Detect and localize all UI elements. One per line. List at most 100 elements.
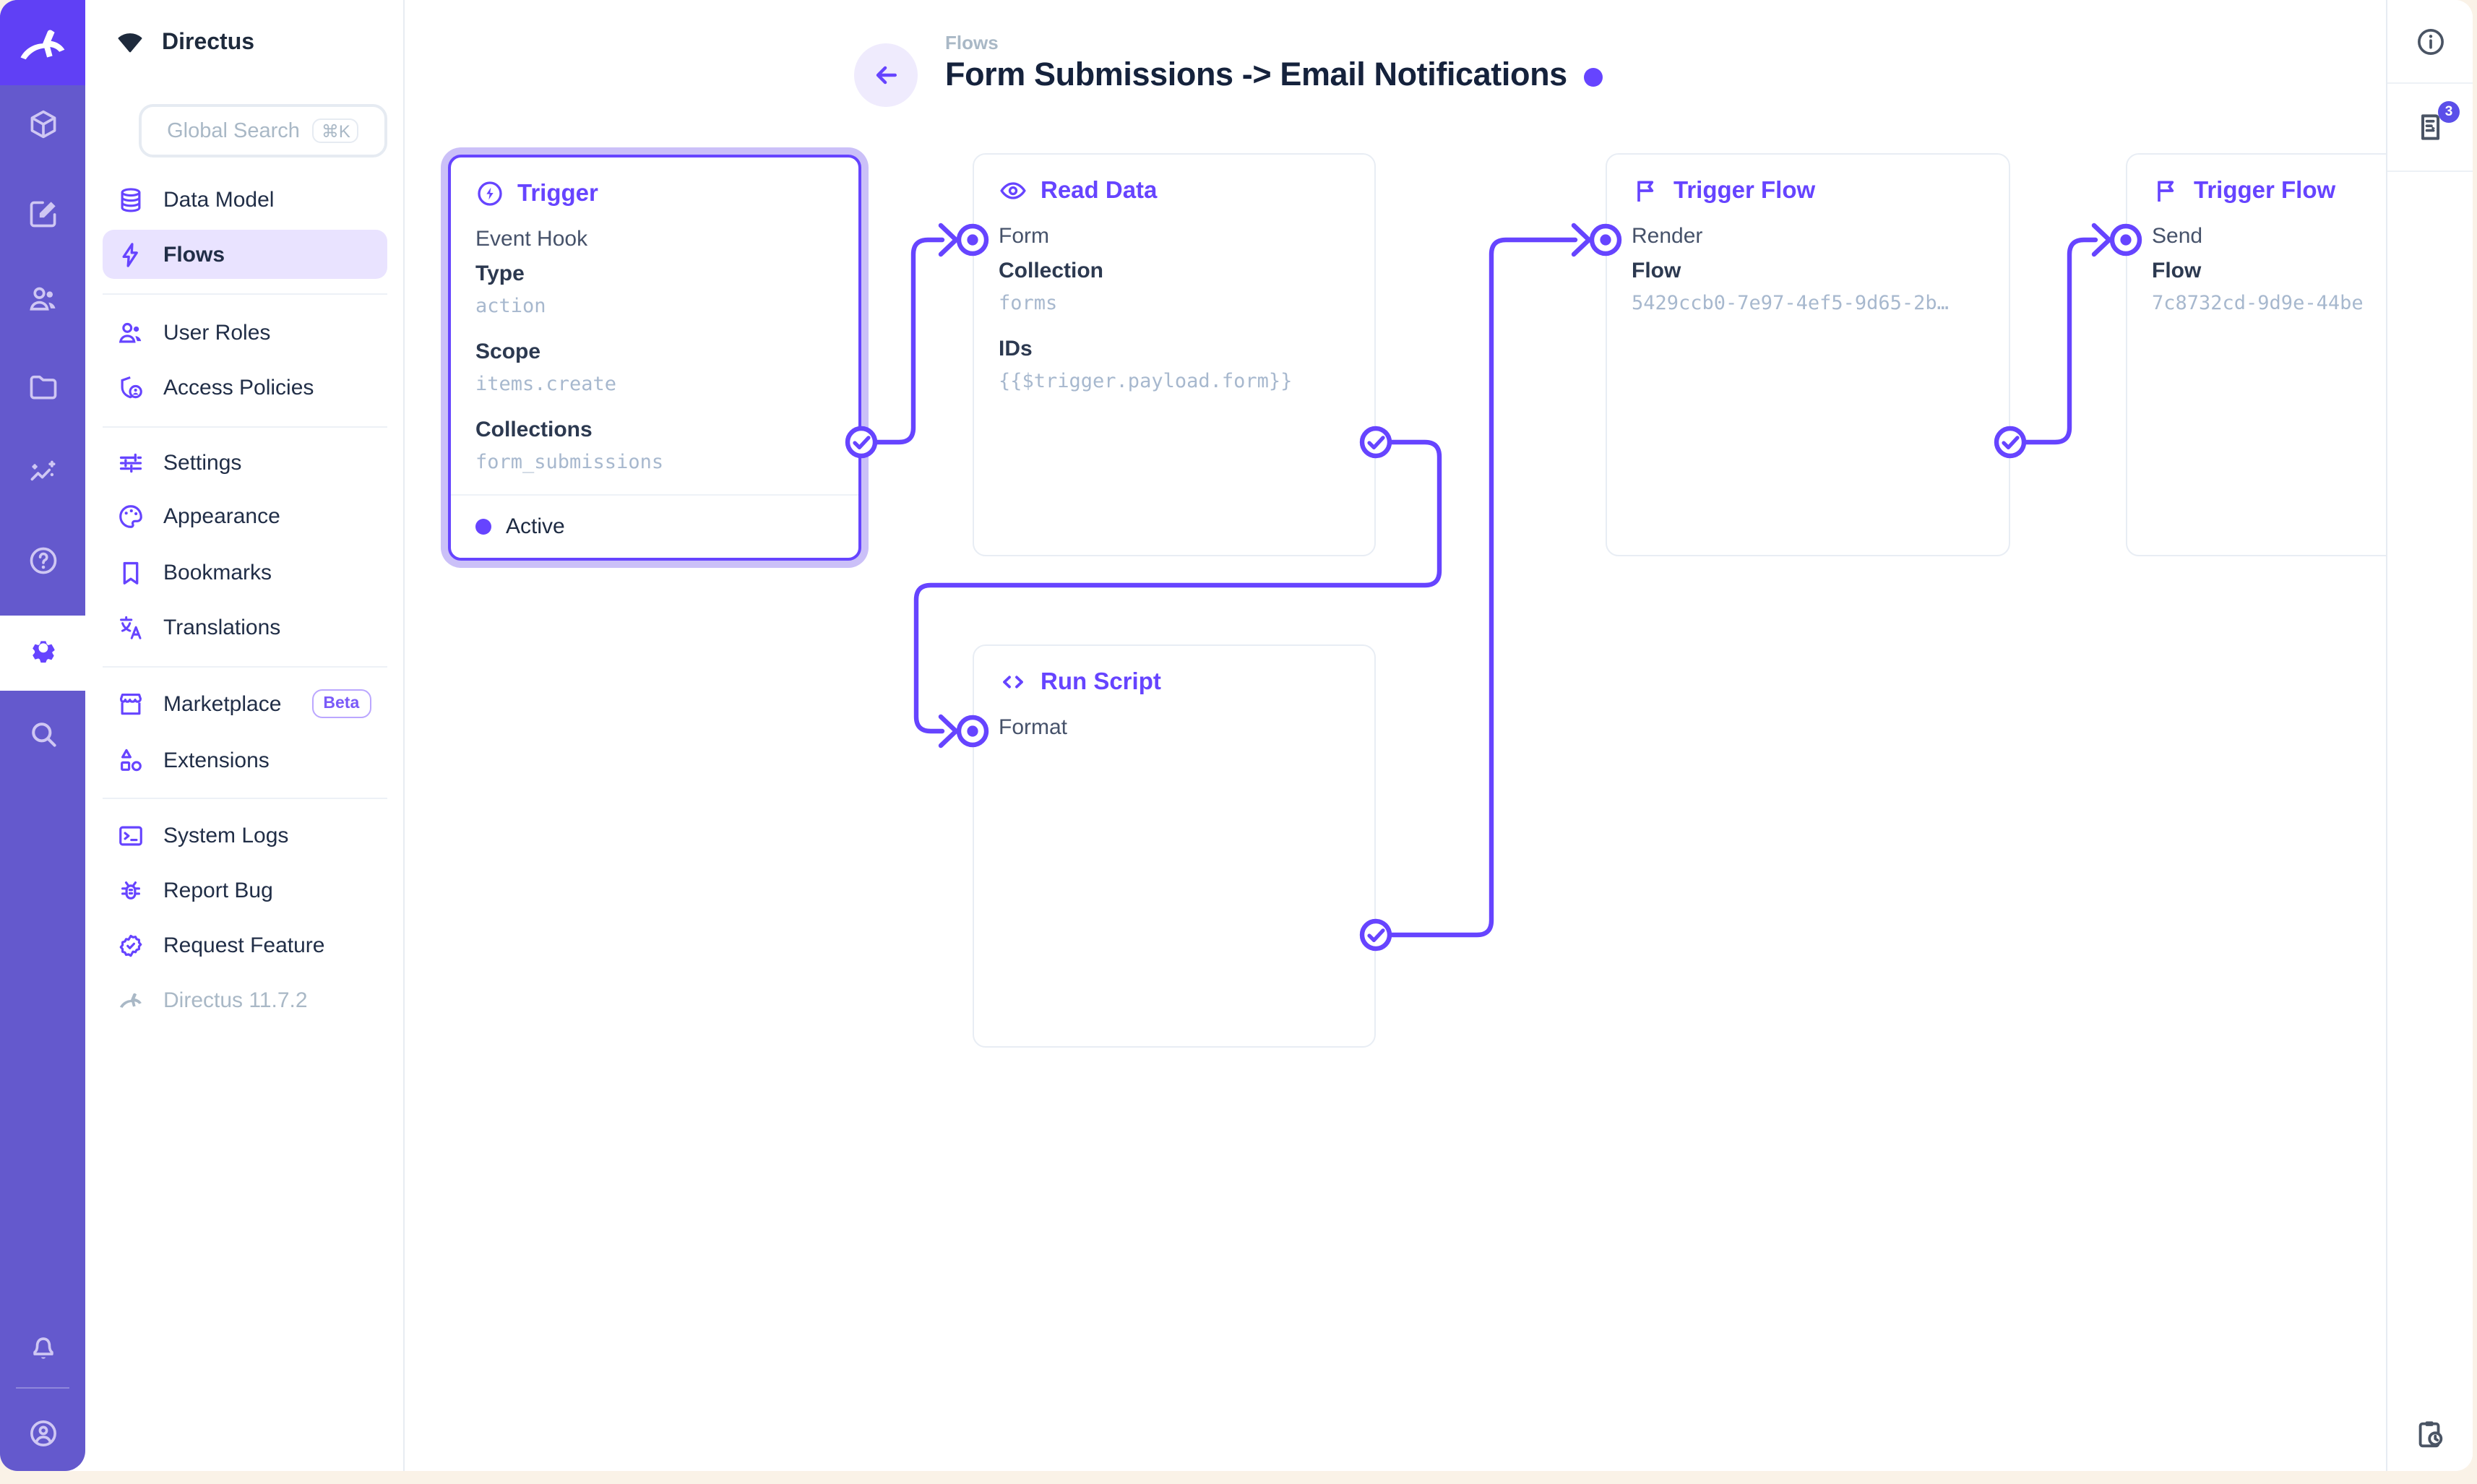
sidebar-item-user-roles[interactable]: User Roles [103,308,387,357]
version-label: Directus 11.7.2 [163,988,308,1012]
sidebar-item-label: Translations [163,615,281,639]
field-value: form_submissions [475,451,664,474]
module-collections[interactable] [27,108,59,140]
bug-icon [117,876,145,904]
sidebar-item-flows[interactable]: Flows [103,230,387,279]
database-icon [117,186,145,213]
project-logo-icon [118,33,142,53]
project-switcher[interactable]: Directus [114,17,254,69]
module-settings[interactable] [27,637,59,669]
status-dot [475,519,491,535]
bolt-icon [117,241,145,268]
bolt-circle-icon [475,179,504,208]
revisions-panel-button[interactable] [2387,1418,2473,1451]
field-value: items.create [475,373,617,396]
sidebar-version: Directus 11.7.2 [103,975,387,1024]
field-value: {{$trigger.payload.form}} [999,370,1293,393]
module-users[interactable] [27,283,59,315]
sidebar-item-settings[interactable]: Settings [103,438,387,487]
field-label: Type [475,262,525,286]
sidebar-item-access-policies[interactable]: Access Policies [103,363,387,412]
flag-icon [2152,176,2181,205]
sidebar-item-label: Flows [163,242,225,267]
sidebar-item-label: Marketplace [163,691,282,716]
module-content[interactable] [27,198,59,230]
module-insights[interactable] [27,458,59,490]
search-placeholder: Global Search [167,119,300,142]
beta-badge: Beta [311,689,371,718]
module-help[interactable] [27,545,59,577]
operation-name: Render [1632,224,1703,249]
palette-icon [117,502,145,530]
operation-name: Form [999,224,1049,249]
module-files[interactable] [27,371,59,403]
info-panel-button[interactable] [2387,0,2473,84]
sidebar-item-label: Bookmarks [163,560,272,584]
flow-card-trigger[interactable]: Trigger Event Hook Type action Scope ite… [448,155,861,561]
operation-name: Format [999,715,1068,740]
rabbit-icon [20,29,64,59]
sidebar-divider [103,798,387,799]
sidebar-item-translations[interactable]: Translations [103,603,387,652]
flow-card-trigger-flow-render[interactable]: Trigger Flow Render Flow 5429ccb0-7e97-4… [1606,153,2010,556]
nav-sidebar: Directus Global Search ⌘K Data Model Flo… [85,0,405,1471]
card-title: Trigger Flow [2194,177,2336,203]
back-button[interactable] [854,43,918,107]
sidebar-divider [103,426,387,428]
sidebar-item-extensions[interactable]: Extensions [103,735,387,785]
terminal-icon [117,821,145,849]
status-badge: Active [506,514,565,539]
trigger-type-label: Event Hook [475,227,588,251]
seal-check-icon [117,931,145,959]
field-value: forms [999,292,1058,315]
flag-icon [1632,176,1660,205]
users-icon [117,319,145,346]
card-title: Run Script [1041,668,1161,694]
global-search-input[interactable]: Global Search ⌘K [139,104,387,158]
sidebar-item-data-model[interactable]: Data Model [103,175,387,224]
shapes-icon [117,746,145,774]
project-name: Directus [162,30,255,55]
storefront-icon [117,690,145,717]
card-title: Trigger Flow [1673,177,1816,203]
unsaved-indicator-dot [1584,68,1603,87]
field-label: Flow [2152,259,2202,283]
field-value: action [475,295,546,318]
notification-count-badge: 3 [2438,101,2460,123]
card-title: Read Data [1041,177,1158,203]
sidebar-item-marketplace[interactable]: Marketplace Beta [103,679,387,728]
notices-icon [2420,114,2439,140]
code-icon [999,668,1028,696]
shield-user-icon [117,374,145,401]
translate-icon [117,613,145,641]
sidebar-item-label: Data Model [163,187,275,212]
flow-card-run-script[interactable]: Run Script Format [973,644,1376,1048]
clipboard-clock-icon [2418,1421,2443,1448]
sidebar-item-label: Request Feature [163,933,325,957]
rabbit-icon [117,986,145,1014]
sidebar-item-report-bug[interactable]: Report Bug [103,866,387,915]
sidebar-item-label: Settings [163,450,242,475]
notifications-bell-icon[interactable] [27,1331,59,1363]
sidebar-item-label: System Logs [163,823,289,847]
user-avatar[interactable] [27,1418,59,1449]
sidebar-item-label: User Roles [163,320,271,345]
notices-panel-button[interactable]: 3 [2387,84,2473,172]
sidebar-item-label: Appearance [163,504,280,528]
module-search[interactable] [27,718,59,750]
sidebar-item-request-feature[interactable]: Request Feature [103,920,387,970]
directus-logo[interactable] [0,0,85,85]
field-label: Collection [999,259,1104,283]
field-label: Flow [1632,259,1681,283]
field-label: IDs [999,337,1033,361]
sidebar-item-bookmarks[interactable]: Bookmarks [103,548,387,597]
sidebar-item-system-logs[interactable]: System Logs [103,811,387,860]
breadcrumb[interactable]: Flows [945,32,999,53]
module-bar [0,0,85,1471]
page-title: Form Submissions -> Email Notifications [945,56,1567,92]
flow-card-read-data[interactable]: Read Data Form Collection forms IDs {{$t… [973,153,1376,556]
operation-name: Send [2152,224,2203,249]
card-title: Trigger [517,180,598,206]
sidebar-item-appearance[interactable]: Appearance [103,491,387,540]
